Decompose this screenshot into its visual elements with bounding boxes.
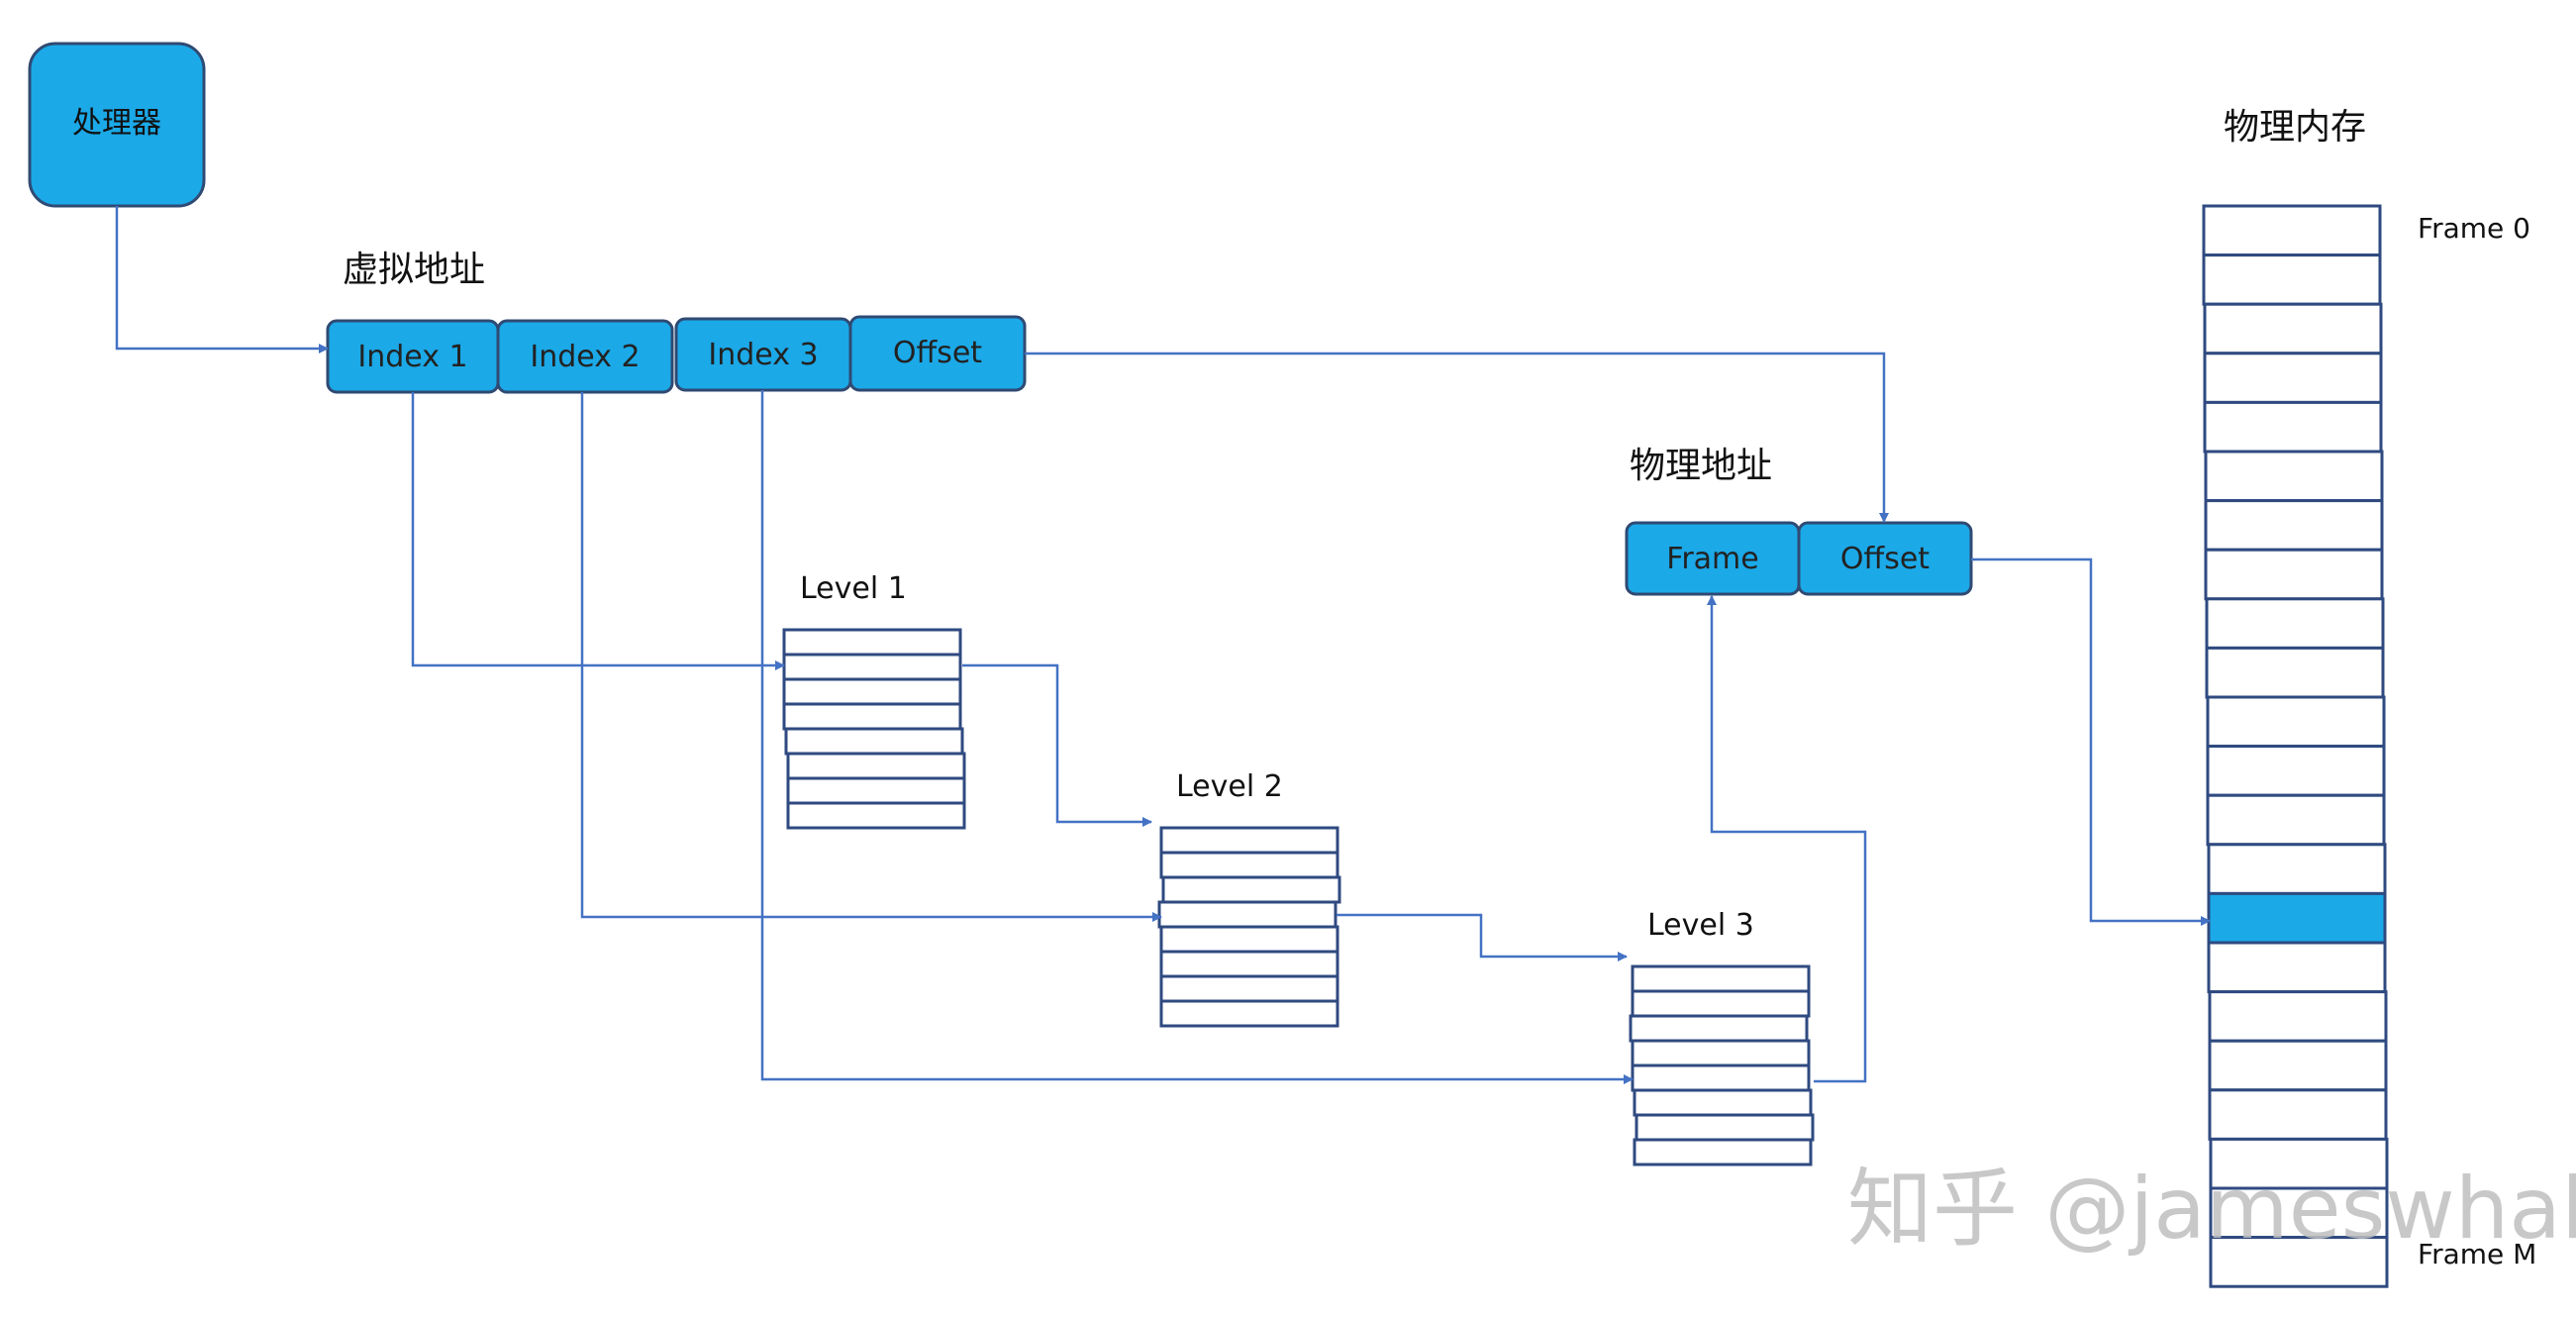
physical-address-title: 物理地址 — [1630, 446, 1772, 486]
memory-frame — [2204, 499, 2384, 552]
level1-entry — [782, 628, 962, 657]
va-index2-label: Index 2 — [530, 340, 640, 374]
pa-offset-label: Offset — [1840, 542, 1930, 576]
memory-frame — [2206, 695, 2386, 749]
level3-entry — [1631, 1064, 1811, 1092]
arrow-index2-to-level2 — [580, 392, 1162, 922]
level1-entry — [784, 727, 964, 756]
level1-label: Level 1 — [800, 571, 907, 606]
virtual-address-title: 虚拟地址 — [343, 250, 485, 290]
physical-address: Frame Offset — [1625, 521, 1973, 596]
memory-frame — [2209, 1137, 2389, 1190]
level2-label: Level 2 — [1176, 769, 1283, 804]
level3-entry — [1633, 1138, 1813, 1166]
level2-entry — [1159, 851, 1339, 879]
level1-entry — [782, 653, 962, 681]
memory-frame — [2203, 302, 2383, 355]
frame-m-label: Frame M — [2418, 1238, 2536, 1270]
physical-memory-frames — [2202, 204, 2389, 1288]
memory-frame — [2206, 793, 2386, 847]
level2-entry — [1159, 950, 1339, 978]
memory-frame-highlighted — [2207, 891, 2387, 945]
level2-entry — [1159, 974, 1339, 1003]
memory-frame — [2204, 450, 2384, 503]
memory-frame — [2209, 1236, 2389, 1288]
arrow-level3-to-frame — [1707, 595, 1867, 1083]
arrow-pa-to-memory — [1971, 557, 2211, 926]
memory-frame — [2208, 1088, 2388, 1141]
memory-frame — [2202, 253, 2382, 306]
processor-label: 处理器 — [72, 106, 161, 141]
memory-frame — [2208, 990, 2388, 1043]
memory-frame — [2202, 204, 2382, 257]
level1-entry — [782, 677, 962, 706]
level3-entry — [1635, 1113, 1815, 1142]
level3-label: Level 3 — [1647, 908, 1754, 943]
memory-frame — [2203, 352, 2383, 404]
level2-entry — [1161, 875, 1341, 904]
level1-entry — [786, 801, 966, 830]
va-index1-label: Index 1 — [357, 340, 467, 374]
memory-frame — [2206, 745, 2386, 797]
level2-entry — [1159, 925, 1339, 954]
memory-frame — [2204, 548, 2384, 601]
va-index3-label: Index 3 — [708, 338, 818, 372]
level2-entry — [1159, 826, 1339, 855]
connectors — [115, 206, 2211, 1084]
level3-entry — [1631, 964, 1811, 993]
level2-entry — [1159, 999, 1339, 1028]
memory-frame — [2205, 597, 2385, 650]
level3-entry — [1631, 1039, 1811, 1067]
va-index2-box — [496, 319, 674, 394]
arrow-index1-to-level1 — [411, 392, 785, 670]
watermark: 知乎 @jameswhale — [1847, 1160, 2576, 1259]
pa-frame-label: Frame — [1666, 542, 1758, 576]
level2-entry — [1157, 900, 1338, 929]
arrow-offset-to-pa-offset — [1025, 352, 1889, 523]
level1-entry — [782, 702, 962, 731]
frame-0-label: Frame 0 — [2418, 212, 2530, 245]
level3-entry — [1629, 1014, 1809, 1043]
level3-entry — [1633, 1088, 1813, 1117]
level1-entry — [786, 752, 966, 780]
memory-frame — [2208, 1039, 2388, 1092]
arrow-level1-to-level2 — [962, 663, 1152, 827]
memory-frame — [2205, 646, 2385, 699]
memory-frame — [2207, 843, 2387, 895]
level1-table — [782, 628, 966, 830]
processor-box: 处理器 — [28, 42, 206, 208]
memory-frame — [2209, 1186, 2389, 1240]
arrow-processor-to-va — [115, 206, 329, 354]
arrow-level2-to-level3 — [1337, 913, 1628, 962]
level3-entry — [1631, 989, 1811, 1018]
memory-frame — [2207, 941, 2387, 994]
physical-memory-title: 物理内存 — [2224, 107, 2366, 148]
arrow-index3-to-level3 — [760, 390, 1634, 1084]
level1-entry — [786, 776, 966, 805]
memory-frame — [2203, 400, 2383, 454]
va-offset-label: Offset — [893, 336, 982, 370]
virtual-address: Index 1 Index 2 Index 3 Offset — [326, 315, 1027, 394]
level3-table — [1629, 964, 1815, 1166]
level2-table — [1157, 826, 1341, 1028]
